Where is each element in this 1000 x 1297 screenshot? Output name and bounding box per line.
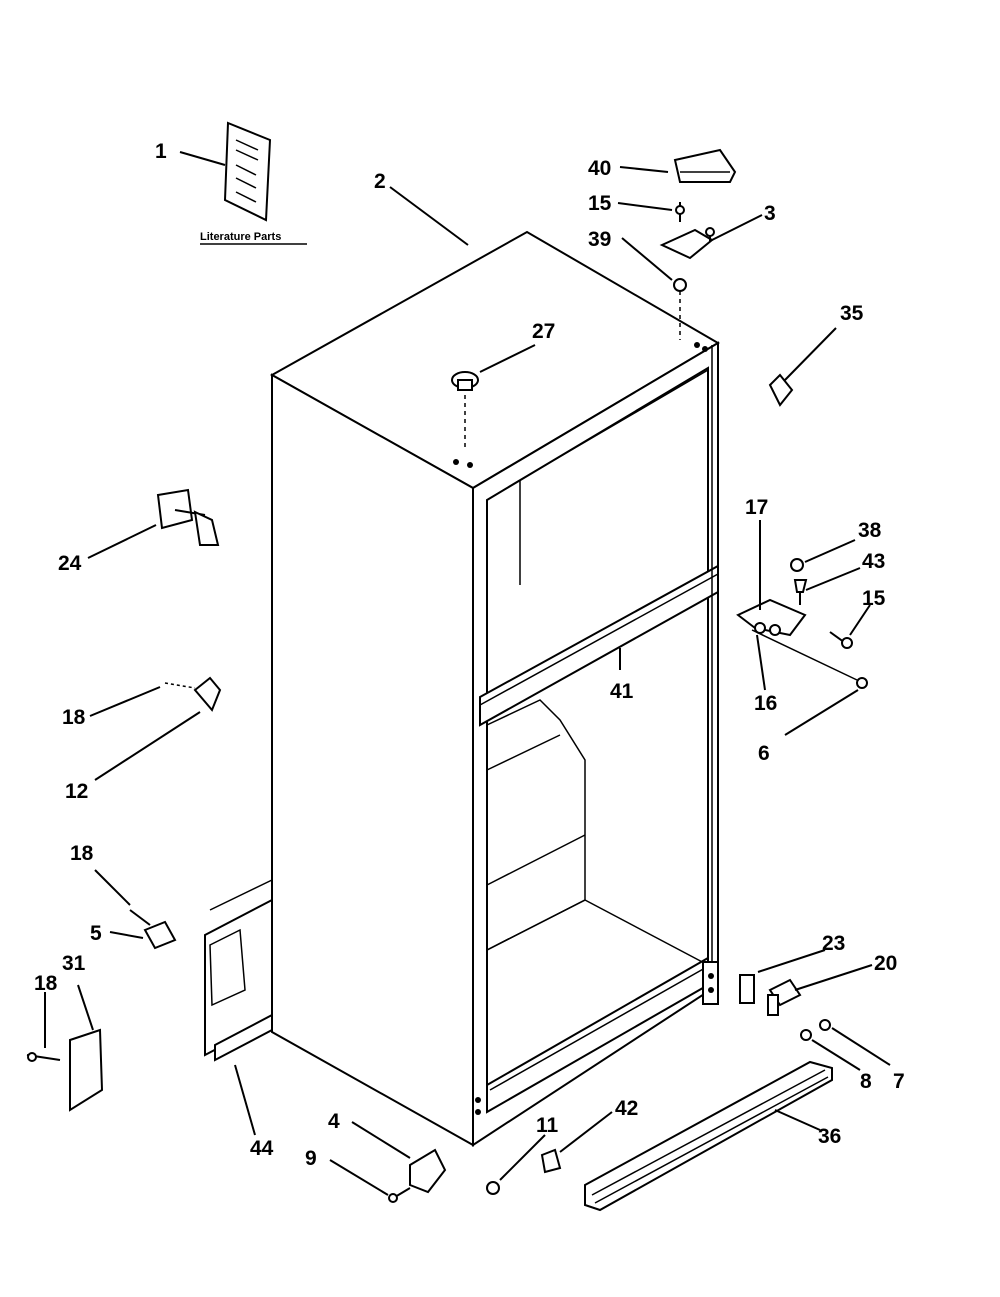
leveling-bracket-part [388, 1148, 447, 1203]
callout-2: 2 [374, 170, 386, 193]
base-grille-part [584, 1060, 833, 1212]
callout-4: 4 [328, 1110, 340, 1133]
callout-18-upper: 18 [62, 706, 86, 729]
bottom-hinge-spacer-part [739, 974, 755, 1004]
bottom-screws-part [800, 1019, 831, 1041]
top-hinge-part [659, 227, 715, 260]
callout-18-middle: 18 [70, 842, 94, 865]
callout-7: 7 [893, 1070, 905, 1093]
leader-lines [44, 151, 891, 1196]
callout-38: 38 [858, 519, 882, 542]
callout-9: 9 [305, 1147, 317, 1170]
callout-27: 27 [532, 320, 555, 343]
screw-part-right [829, 631, 853, 649]
literature-parts-booklet: Literature Parts [200, 121, 307, 245]
plug-part [451, 371, 479, 450]
callout-24: 24 [58, 552, 82, 575]
callout-5: 5 [90, 922, 102, 945]
lower-left-bracket-part [129, 909, 177, 950]
access-panel-part [204, 879, 273, 1062]
callout-39: 39 [588, 228, 611, 251]
callout-15-top: 15 [588, 192, 612, 215]
callout-44: 44 [250, 1137, 274, 1160]
literature-caption: Literature Parts [200, 231, 281, 243]
callout-8: 8 [860, 1070, 872, 1093]
callout-labels: 1 2 3 4 5 6 7 8 9 11 12 15 15 16 17 18 1… [34, 140, 905, 1170]
bottom-hinge-part [767, 978, 802, 1016]
cap-part [768, 373, 794, 407]
toe-cover-part [26, 1028, 104, 1112]
callout-35: 35 [840, 302, 864, 325]
roller-part [486, 1181, 500, 1195]
hinge-cover-part [673, 148, 737, 183]
clip-part [164, 676, 222, 712]
callout-15-right: 15 [862, 587, 886, 610]
callout-41: 41 [610, 680, 634, 703]
callout-31: 31 [62, 952, 86, 975]
hinge-pin-part [751, 629, 868, 689]
callout-17: 17 [745, 496, 768, 519]
callout-3: 3 [764, 202, 776, 225]
callout-42: 42 [615, 1097, 638, 1120]
callout-40: 40 [588, 157, 611, 180]
grille-clip-part [540, 1148, 562, 1174]
callout-18-lower: 18 [34, 972, 58, 995]
callout-12: 12 [65, 780, 88, 803]
bracket-part [156, 488, 220, 546]
callout-23: 23 [822, 932, 845, 955]
callout-11: 11 [536, 1114, 559, 1137]
screw-part-top [675, 202, 685, 222]
cabinet-body [269, 230, 720, 1147]
callout-16: 16 [754, 692, 777, 715]
callout-43: 43 [862, 550, 885, 573]
callout-1: 1 [155, 140, 167, 163]
hinge-washer-part [790, 558, 808, 605]
hinge-shim-part [673, 278, 687, 340]
callout-36: 36 [818, 1125, 841, 1148]
callout-20: 20 [874, 952, 897, 975]
middle-hinge-part [736, 598, 807, 637]
callout-6: 6 [758, 742, 770, 765]
